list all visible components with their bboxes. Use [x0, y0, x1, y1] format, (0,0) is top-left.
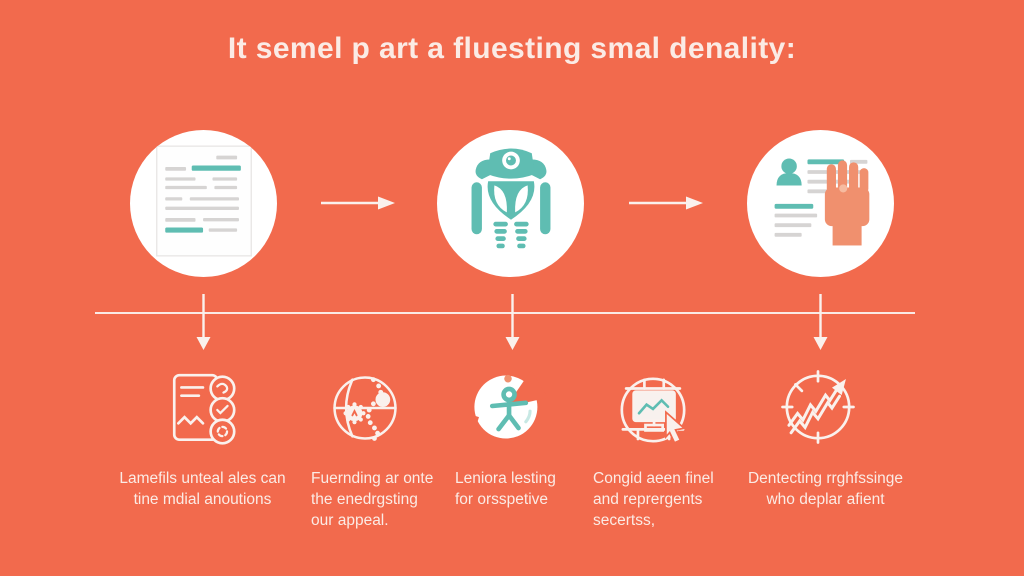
globe-dna-icon — [322, 365, 408, 451]
page-title: It semel p art a fluesting smal denality… — [227, 32, 797, 65]
step-circle-robot — [437, 130, 584, 277]
down-arrow-icon — [812, 294, 829, 357]
document-report-icon — [152, 141, 256, 266]
right-arrow-icon — [320, 195, 396, 216]
checklist-badges-icon — [162, 367, 248, 453]
down-arrow-icon — [195, 294, 212, 357]
timeline-caption-5: Dentecting rrghfssinge who deplar afient — [747, 470, 904, 508]
robot-icon — [459, 147, 563, 260]
monitor-cursor-icon — [610, 367, 696, 453]
right-arrow-icon — [628, 195, 704, 216]
timeline-caption-4: Congid aeen finel and reprergents secert… — [593, 470, 714, 529]
timeline-caption-2: Fuernding ar onte the enedrgsting our ap… — [311, 470, 434, 529]
trend-arrow-icon — [775, 364, 861, 450]
timeline-caption-3: Leniora lesting for orsspetive — [455, 470, 556, 508]
down-arrow-icon — [504, 294, 521, 357]
step-circle-profile — [747, 130, 894, 277]
timeline-line — [95, 312, 915, 314]
person-badge-icon — [465, 363, 551, 449]
profile-fist-icon — [763, 143, 879, 264]
step-circle-document — [130, 130, 277, 277]
timeline-caption-1: Lamefils unteal ales can tine mdial anou… — [119, 470, 286, 508]
